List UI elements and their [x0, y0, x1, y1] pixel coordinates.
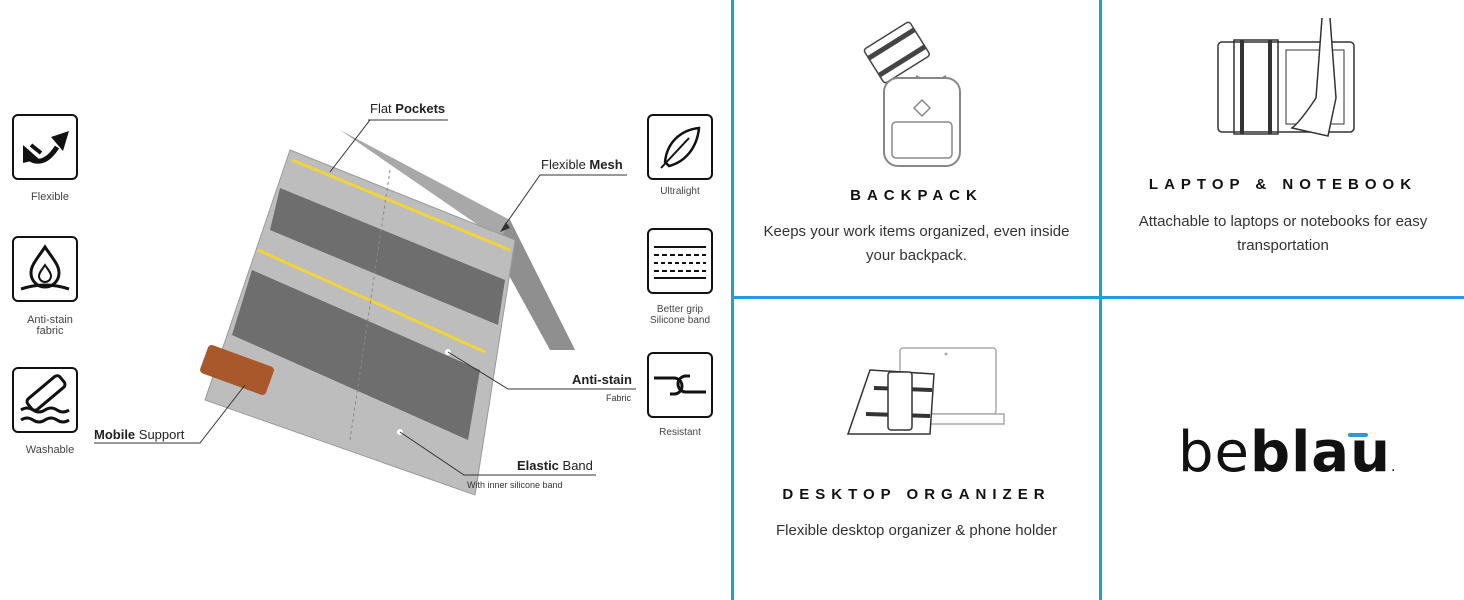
resistant-label: Resistant	[659, 427, 701, 438]
beblau-logo: beblau.	[1178, 420, 1397, 485]
backpack-desc-2: your backpack.	[866, 247, 967, 264]
laptop-title: LAPTOP & NOTEBOOK	[1148, 176, 1418, 193]
laptop-desc-1: Attachable to laptops or notebooks for e…	[1138, 213, 1428, 230]
anti-stain-label-1: Anti-stain	[27, 314, 73, 326]
elastic-band-sub: With inner silicone band	[467, 480, 563, 490]
feather-icon	[647, 114, 713, 180]
grid-divider-horizontal	[731, 296, 1464, 299]
laptop-notebook-icon	[1217, 18, 1355, 137]
grid-divider-middle	[1099, 0, 1102, 600]
better-grip-label-1: Better grip	[656, 304, 704, 315]
mobile-support-callout: Mobile Support	[94, 427, 185, 442]
desktop-desc: Flexible desktop organizer & phone holde…	[775, 522, 1057, 539]
backpack-icon	[863, 21, 961, 167]
desktop-organizer-icon	[846, 347, 1005, 435]
organizer-product-image	[200, 130, 575, 496]
callout-lines	[94, 119, 636, 476]
desktop-title: DESKTOP ORGANIZER	[782, 486, 1051, 503]
flexible-mesh-callout: Flexible Mesh	[541, 157, 623, 172]
better-grip-label-2: Silicone band	[649, 315, 711, 326]
resistant-icon	[647, 352, 713, 418]
flexible-label: Flexible	[31, 191, 69, 203]
anti-stain-sub: Fabric	[606, 393, 632, 403]
grid-divider-left	[731, 0, 734, 600]
backpack-title: BACKPACK	[850, 187, 983, 204]
anti-stain-callout: Anti-stain	[572, 372, 632, 387]
washable-icon	[12, 367, 78, 433]
anti-stain-label-2: fabric	[36, 325, 64, 337]
grip-band-icon	[647, 228, 713, 294]
ultralight-label: Ultralight	[660, 186, 700, 197]
logo-accent-bar	[1348, 433, 1368, 437]
washable-label: Washable	[25, 444, 75, 456]
water-drop-icon	[12, 236, 78, 302]
flexible-icon	[12, 114, 78, 180]
laptop-desc-2: transportation	[1237, 237, 1329, 254]
flat-pockets-callout: Flat Pockets	[370, 101, 446, 116]
backpack-desc-1: Keeps your work items organized, even in…	[763, 223, 1070, 240]
elastic-band-callout: Elastic Band	[517, 458, 593, 473]
